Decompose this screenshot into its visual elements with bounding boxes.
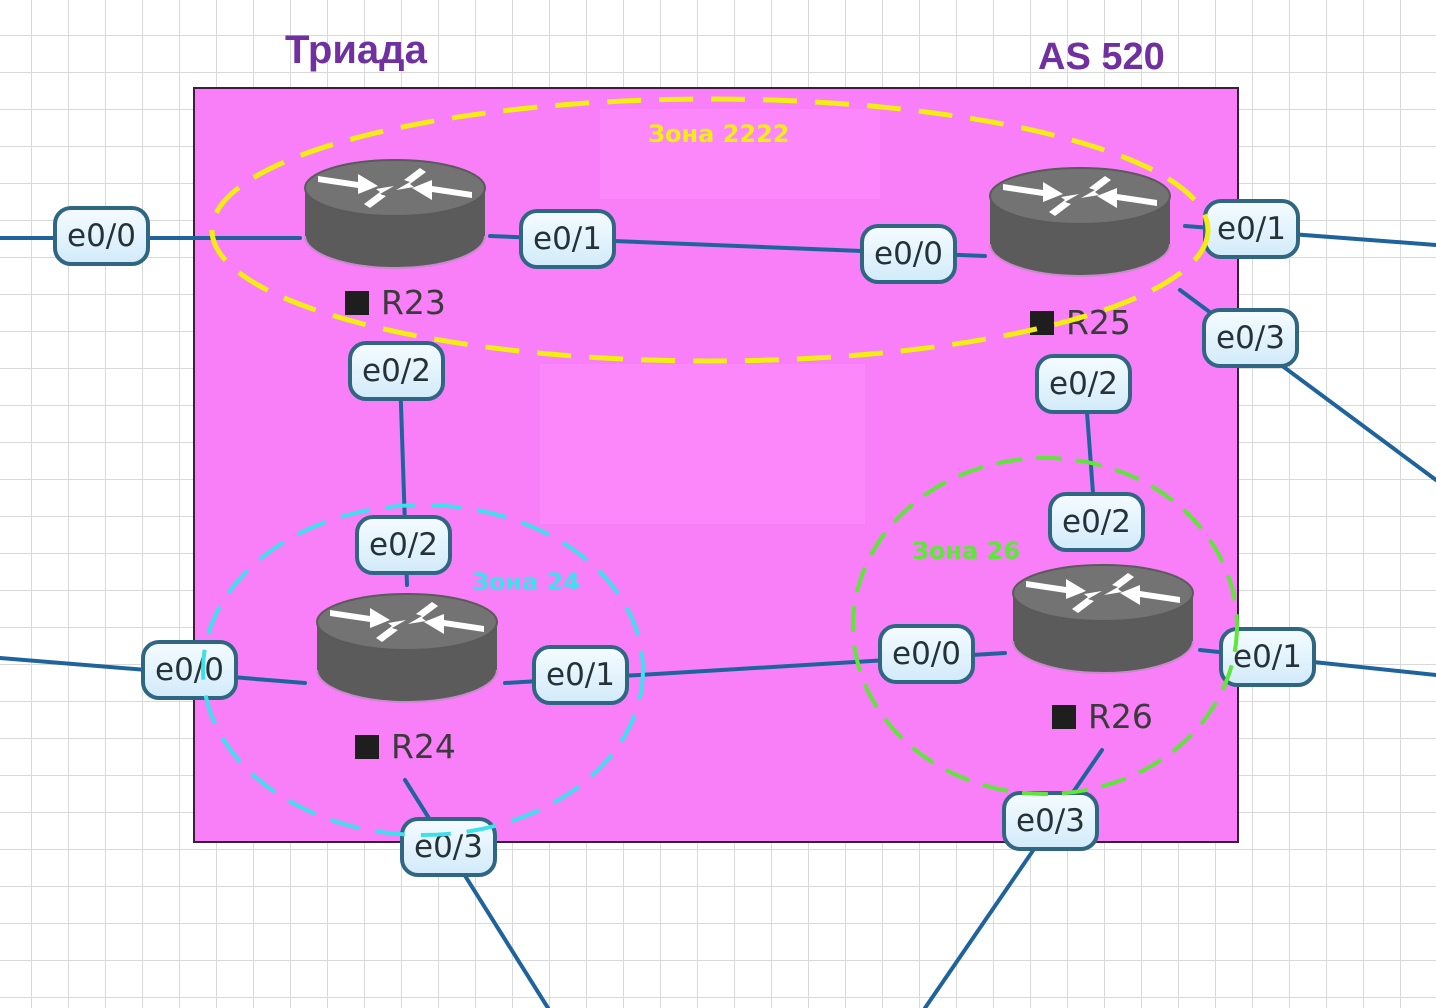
router-icon[interactable] — [312, 592, 502, 707]
router-name: R23 — [381, 283, 446, 322]
iface-r23-e01[interactable]: e0/1 — [519, 209, 616, 269]
iface-r24-e02[interactable]: e0/2 — [355, 515, 452, 575]
iface-r25-e03[interactable]: e0/3 — [1202, 308, 1299, 368]
router-label-r23: R23 — [345, 283, 446, 322]
router-status-square — [355, 734, 379, 759]
router-status-square — [1030, 310, 1054, 335]
iface-r24-e01[interactable]: e0/1 — [532, 645, 629, 705]
link-r24-e03[interactable] — [403, 778, 550, 1008]
router-status-square — [1052, 704, 1076, 729]
iface-r23-e00[interactable]: e0/0 — [53, 206, 150, 266]
zone-26-label: Зона 26 — [912, 537, 1021, 565]
link-r26-e03[interactable] — [923, 748, 1104, 1008]
router-icon[interactable] — [300, 158, 490, 273]
router-label-r24: R24 — [355, 727, 456, 766]
zone-2222-label: Зона 2222 — [648, 120, 790, 148]
diagram-title-left: Триада — [285, 28, 427, 72]
zone-24-label: Зона 24 — [472, 568, 581, 596]
router-name: R25 — [1066, 303, 1131, 342]
diagram-title-right: AS 520 — [1038, 36, 1165, 78]
router-icon[interactable] — [985, 166, 1175, 281]
iface-r25-e00[interactable]: e0/0 — [860, 224, 957, 284]
router-label-r25: R25 — [1030, 303, 1131, 342]
router-name: R26 — [1088, 697, 1153, 736]
router-status-square — [345, 290, 369, 315]
iface-r26-e02[interactable]: e0/2 — [1048, 492, 1145, 552]
iface-r24-e00[interactable]: e0/0 — [141, 640, 238, 700]
router-label-r26: R26 — [1052, 697, 1153, 736]
iface-r23-e02[interactable]: e0/2 — [348, 341, 445, 401]
iface-r24-e03[interactable]: e0/3 — [400, 817, 497, 877]
iface-r26-e03[interactable]: e0/3 — [1002, 791, 1099, 851]
iface-r26-e01[interactable]: e0/1 — [1219, 627, 1316, 687]
box-shade — [540, 364, 865, 524]
router-icon[interactable] — [1008, 563, 1198, 678]
iface-r25-e01[interactable]: e0/1 — [1203, 199, 1300, 259]
iface-r26-e00[interactable]: e0/0 — [878, 624, 975, 684]
router-name: R24 — [391, 727, 456, 766]
iface-r25-e02[interactable]: e0/2 — [1035, 354, 1132, 414]
